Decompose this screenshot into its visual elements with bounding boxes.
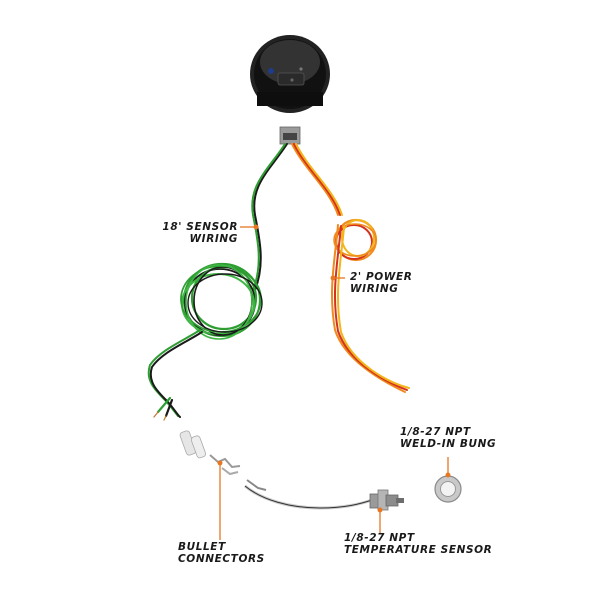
label-bullet-connectors-line2: CONNECTORS: [178, 553, 265, 565]
bullet-connector-parts: [179, 430, 241, 476]
temperature-sensor: [244, 479, 404, 511]
label-power-wiring: 2' POWER WIRING: [350, 271, 412, 295]
gauge-connector: [279, 126, 301, 145]
sensor-wire-bundle: [147, 143, 288, 421]
label-weld-bung: 1/8-27 NPT WELD-IN BUNG: [400, 426, 496, 450]
weld-in-bung: [434, 475, 462, 503]
label-weld-bung-line1: 1/8-27 NPT: [400, 426, 471, 438]
label-temperature-sensor-line1: 1/8-27 NPT: [344, 532, 415, 544]
label-power-wiring-line1: 2' POWER: [350, 271, 413, 283]
gauge-body: [250, 35, 330, 113]
label-temperature-sensor-line2: TEMPERATURE SENSOR: [344, 544, 493, 556]
label-sensor-wiring-line2: WIRING: [189, 233, 238, 245]
label-weld-bung-line2: WELD-IN BUNG: [400, 438, 497, 450]
label-bullet-connectors: BULLET CONNECTORS: [178, 541, 265, 565]
label-temperature-sensor: 1/8-27 NPT TEMPERATURE SENSOR: [344, 532, 492, 556]
callout-leaders: [217, 224, 451, 540]
label-sensor-wiring: 18' SENSOR WIRING: [140, 221, 238, 245]
label-power-wiring-line2: WIRING: [350, 283, 399, 295]
label-bullet-connectors-line1: BULLET: [178, 541, 226, 553]
power-wire-bundle: [291, 143, 410, 393]
label-sensor-wiring-line1: 18' SENSOR: [162, 221, 238, 233]
